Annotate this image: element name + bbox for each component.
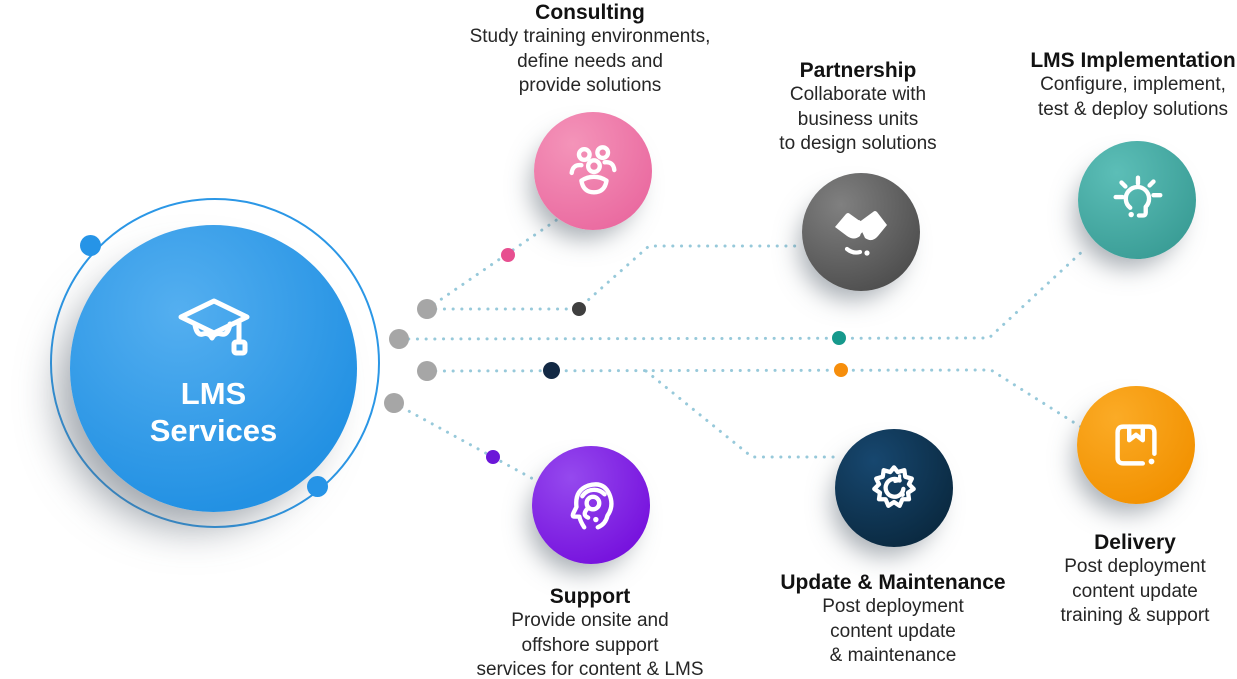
team-icon xyxy=(569,145,617,195)
label-consulting-title: Consulting xyxy=(535,1,645,24)
line-implementation xyxy=(398,246,1088,341)
label-implementation: LMS Implementation Configure, implement,… xyxy=(983,48,1237,122)
headset-icon xyxy=(570,482,614,530)
bubble-delivery xyxy=(1077,386,1195,504)
bubble-partnership xyxy=(802,173,920,291)
label-implementation-title: LMS Implementation xyxy=(1030,49,1236,72)
line-partnership xyxy=(425,244,801,311)
label-delivery: Delivery Post deployment content update … xyxy=(985,530,1237,629)
hub-orbit-ring xyxy=(50,198,380,528)
line-delivery xyxy=(425,368,1083,429)
graduation-cap-icon xyxy=(178,298,249,355)
hub-circle: LMS Services xyxy=(70,225,357,512)
junction-dot-support xyxy=(486,450,500,464)
source-dot-4 xyxy=(384,393,404,413)
junction-dot-partnership xyxy=(572,302,586,316)
label-update: Update & Maintenance Post deployment con… xyxy=(743,570,1043,669)
label-consulting: Consulting Study training environments, … xyxy=(430,0,750,99)
source-dot-2 xyxy=(389,329,409,349)
handshake-icon xyxy=(835,211,887,256)
label-support: Support Provide onsite and offshore supp… xyxy=(440,584,740,679)
junction-dot-delivery xyxy=(834,363,848,377)
source-dot-1 xyxy=(417,299,437,319)
bubble-support xyxy=(532,446,650,564)
line-consulting xyxy=(425,217,560,311)
label-delivery-title: Delivery xyxy=(1094,531,1176,554)
junction-dot-consulting xyxy=(501,248,515,262)
lightbulb-icon xyxy=(1113,175,1163,218)
bubble-update xyxy=(835,429,953,547)
junction-dot-update xyxy=(543,362,560,379)
hub-title: LMS Services xyxy=(149,375,278,448)
line-support xyxy=(392,401,548,488)
line-update xyxy=(644,369,839,459)
hub-ring-dot-bottom xyxy=(307,476,328,497)
hub-ring-dot-top xyxy=(80,235,101,256)
label-partnership: Partnership Collaborate with business un… xyxy=(718,58,998,157)
gear-sync-icon xyxy=(872,465,916,508)
label-partnership-title: Partnership xyxy=(799,59,917,82)
label-update-title: Update & Maintenance xyxy=(780,571,1006,594)
bubble-implementation xyxy=(1078,141,1196,259)
label-support-title: Support xyxy=(549,585,631,608)
source-dot-3 xyxy=(417,361,437,381)
package-icon xyxy=(1115,424,1157,466)
junction-dot-implementation xyxy=(832,331,846,345)
bubble-consulting xyxy=(534,112,652,230)
